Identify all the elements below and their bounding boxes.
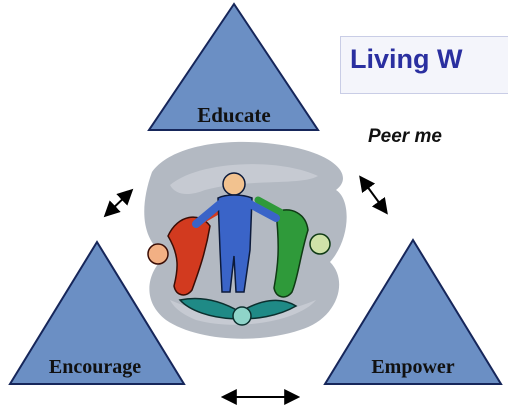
- triangle-label-encourage: Encourage: [49, 356, 141, 378]
- title-box: Living W: [340, 36, 508, 94]
- triangle-label-educate: Educate: [197, 103, 271, 127]
- people-circle-clipart-icon: [144, 141, 347, 339]
- triangle-shape-educate: [147, 2, 320, 131]
- triangle-shape-empower: [323, 238, 503, 385]
- triangle-node-empower: Empower: [323, 238, 503, 385]
- triangle-shape-encourage: [8, 240, 186, 385]
- subtitle-text: Peer me: [368, 126, 442, 147]
- triangle-node-encourage: Encourage: [8, 240, 186, 385]
- connector-arrow-educate-empower: [359, 175, 388, 215]
- connector-arrow-educate-encourage: [103, 188, 134, 218]
- triangle-node-educate: Educate: [147, 2, 320, 131]
- title-text: Living W: [350, 44, 463, 74]
- triangle-label-empower: Empower: [371, 356, 454, 378]
